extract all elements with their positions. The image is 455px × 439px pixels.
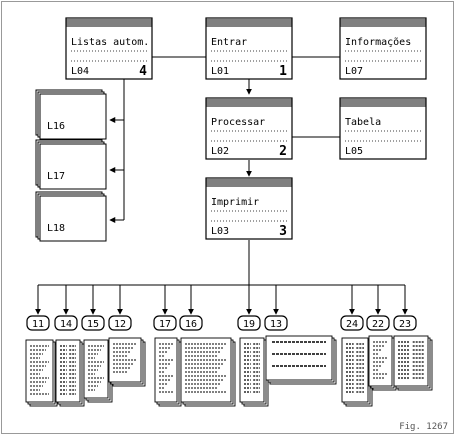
module-name: Listas autom. bbox=[71, 37, 149, 48]
documents bbox=[25, 335, 433, 407]
printout-24 bbox=[341, 337, 373, 407]
printout-23 bbox=[393, 335, 433, 391]
stack-l16: L16 bbox=[35, 89, 107, 140]
module-name: Processar bbox=[211, 117, 265, 128]
report-number: 23 bbox=[399, 319, 411, 330]
module-code: L03 bbox=[211, 226, 229, 237]
printout-19 bbox=[239, 337, 269, 407]
printout-15 bbox=[83, 339, 113, 403]
printout-14 bbox=[55, 339, 85, 407]
report-tag-24: 24 bbox=[340, 285, 364, 331]
module-code: L05 bbox=[345, 146, 363, 157]
module-code: L01 bbox=[211, 66, 229, 77]
module-number: 1 bbox=[279, 64, 287, 79]
report-number: 11 bbox=[32, 319, 44, 330]
report-tag-11: 11 bbox=[26, 285, 50, 331]
module-number: 2 bbox=[279, 144, 287, 159]
report-number: 12 bbox=[114, 319, 126, 330]
report-tag-16: 16 bbox=[179, 285, 203, 331]
module-listas: Listas autom. L04 4 bbox=[65, 17, 153, 80]
reports: 11 14 15 12 17 16 19 13 24 22 23 bbox=[26, 285, 417, 331]
report-number: 24 bbox=[346, 319, 358, 330]
report-tag-22: 22 bbox=[366, 285, 390, 331]
report-tag-17: 17 bbox=[153, 285, 177, 331]
module-name: Entrar bbox=[211, 37, 247, 48]
report-number: 22 bbox=[372, 319, 384, 330]
module-number: 3 bbox=[279, 224, 287, 239]
module-name: Tabela bbox=[345, 117, 381, 128]
report-number: 13 bbox=[270, 319, 282, 330]
printout-17 bbox=[154, 337, 182, 407]
stack-l18: L18 bbox=[35, 191, 107, 242]
printout-13 bbox=[265, 335, 337, 385]
module-code: L04 bbox=[71, 66, 89, 77]
module-code: L07 bbox=[345, 66, 363, 77]
report-number: 15 bbox=[87, 319, 99, 330]
stack-l17: L17 bbox=[35, 139, 107, 190]
report-tag-14: 14 bbox=[54, 285, 78, 331]
printout-12 bbox=[108, 337, 146, 387]
report-number: 17 bbox=[159, 319, 171, 330]
figure-caption: Fig. 1267 bbox=[399, 422, 448, 432]
report-tag-19: 19 bbox=[237, 285, 261, 331]
module-number: 4 bbox=[139, 64, 147, 79]
stack-label: L16 bbox=[47, 121, 65, 132]
stack-label: L18 bbox=[47, 223, 65, 234]
report-tag-13: 13 bbox=[264, 285, 288, 331]
connectors bbox=[38, 56, 405, 286]
report-number: 16 bbox=[185, 319, 197, 330]
report-tag-15: 15 bbox=[81, 285, 105, 331]
report-tag-23: 23 bbox=[393, 285, 417, 331]
module-name: Informações bbox=[345, 37, 411, 48]
stack-label: L17 bbox=[47, 171, 65, 182]
report-tag-12: 12 bbox=[108, 285, 132, 331]
module-code: L02 bbox=[211, 146, 229, 157]
report-number: 14 bbox=[60, 319, 72, 330]
printout-11 bbox=[25, 339, 58, 407]
module-name: Imprimir bbox=[211, 197, 259, 208]
printout-16 bbox=[180, 337, 236, 407]
printout-22 bbox=[368, 335, 397, 391]
report-number: 19 bbox=[243, 319, 255, 330]
